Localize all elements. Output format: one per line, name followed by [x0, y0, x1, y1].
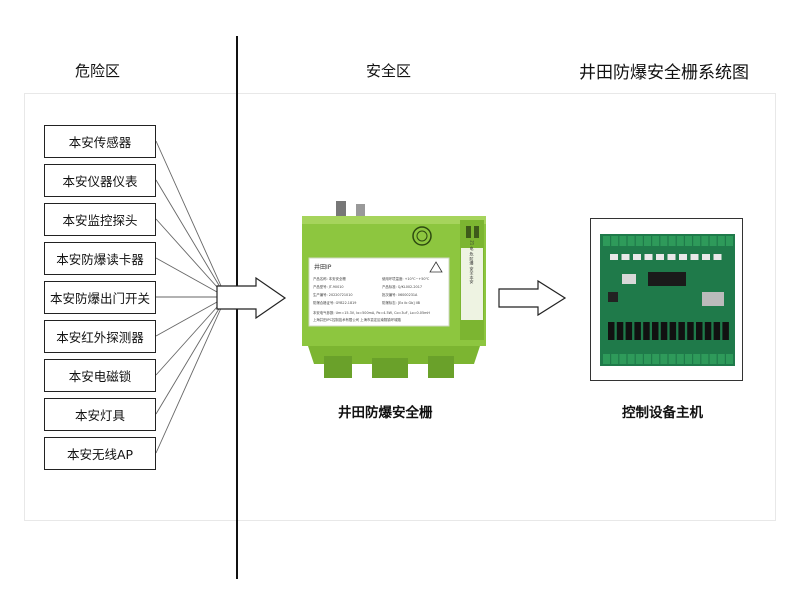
barrier-label-line: 上海井田IPC控制技术有限公司 上海市嘉定区南翔镇环城路: [313, 317, 401, 322]
safety-barrier-image: 井田IP 产品名称: 本安安全栅 使用环境温度: +10℃~+50℃ 产品型号: J…: [302, 201, 486, 378]
device-box-magnetic-lock: 本安电磁锁: [44, 359, 156, 392]
hollow-arrow-left: [216, 276, 287, 320]
connector-line: [155, 296, 227, 376]
hollow-arrow-right: [498, 279, 567, 317]
device-box-exit-switch: 本安防爆出门开关: [44, 281, 156, 314]
hazard-zone-label: 危险区: [75, 62, 121, 80]
connector-line: [155, 257, 227, 298]
barrier-label-line: 防爆合格证号: GYB22.1819: [313, 300, 356, 305]
device-box-camera: 本安监控探头: [44, 203, 156, 236]
barrier-label-line: 生产编号: 20220721010: [313, 292, 353, 297]
diagram-title: 井田防爆安全栅系统图: [579, 63, 749, 83]
barrier-label-line: 批次编号: 06000231A: [382, 292, 418, 297]
ic-row: [610, 254, 722, 260]
barrier-brand: 井田IP: [314, 263, 332, 271]
fan-lines: [155, 140, 227, 454]
barrier-label-line: 防爆标志: [Ex ib Gb] IIB: [382, 300, 421, 305]
device-box-card-reader: 本安防爆读卡器: [44, 242, 156, 275]
barrier-side-text: 21 电 危 防爆 安全 本安: [470, 240, 475, 284]
terminal-blocks-bottom: [603, 354, 733, 364]
connector-line: [155, 296, 227, 415]
connector-line: [155, 179, 227, 298]
diagram-frame: [24, 93, 776, 521]
barrier-label-line: 使用环境温度: +10℃~+50℃: [382, 276, 430, 281]
device-box-lamp: 本安灯具: [44, 398, 156, 431]
connector-line: [155, 296, 227, 337]
connector-line: [155, 140, 227, 298]
host-caption: 控制设备主机: [622, 405, 703, 421]
device-box-sensor: 本安传感器: [44, 125, 156, 158]
barrier-label-line: 产品标准: Q/KL002-2017: [382, 284, 422, 289]
relay-row: [608, 322, 729, 340]
barrier-label-text: 产品名称: 本安安全栅 使用环境温度: +10℃~+50℃ 产品型号: JT-900…: [313, 276, 430, 322]
safe-zone-label: 安全区: [366, 62, 412, 80]
barrier-caption: 井田防爆安全栅: [338, 405, 433, 421]
terminal-blocks-top: [603, 236, 733, 246]
barrier-label-line: 产品名称: 本安安全栅: [313, 276, 346, 281]
device-box-infrared-detector: 本安红外探测器: [44, 320, 156, 353]
barrier-label-line: 产品型号: JT-90010: [313, 284, 344, 289]
device-box-wireless-ap: 本安无线AP: [44, 437, 156, 470]
barrier-label-line: 本安电气参数: Um=15.3V, Io=500mA, Po=4.5W, Co=…: [313, 310, 430, 315]
connector-line: [155, 218, 227, 298]
control-board-image: [600, 234, 735, 366]
device-box-instrument: 本安仪器仪表: [44, 164, 156, 197]
connector-line: [155, 296, 227, 454]
